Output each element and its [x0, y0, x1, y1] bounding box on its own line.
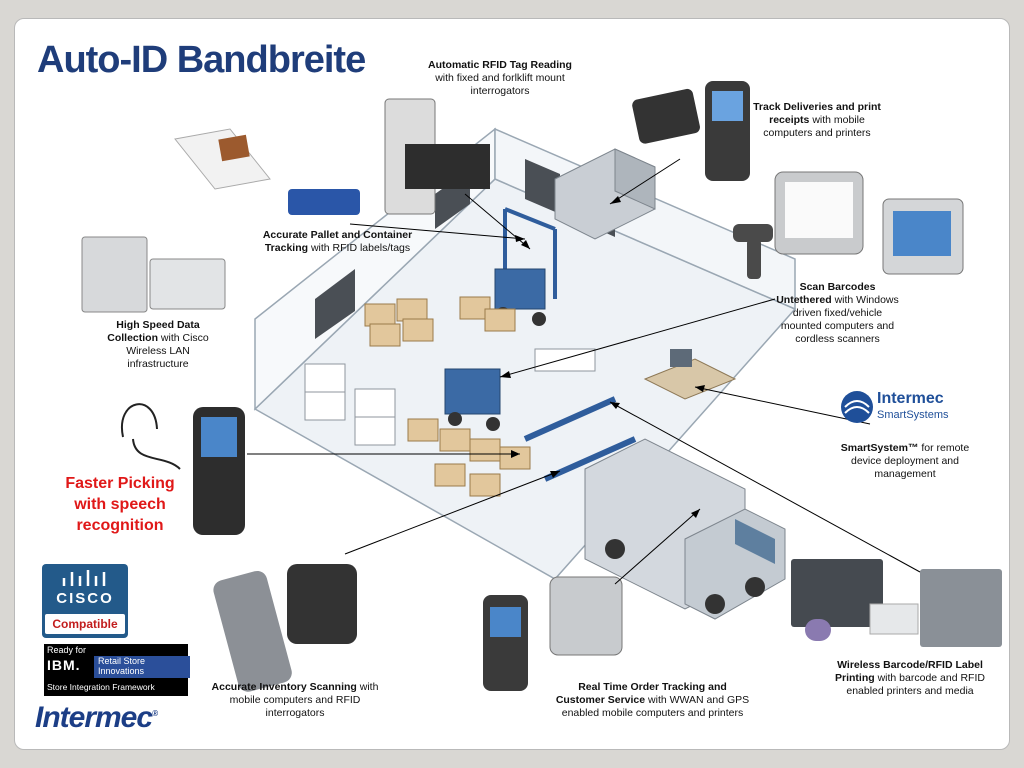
slide: Auto-ID Bandbreite	[14, 18, 1010, 750]
cisco-name: CISCO	[56, 590, 114, 607]
conveyor	[523, 396, 637, 482]
inventory-scanner-icon	[213, 564, 357, 692]
truck-bottom	[584, 438, 786, 620]
caption-scan-barcodes: Scan Barcodes Untethered with Windows dr…	[776, 281, 899, 345]
arrowheads	[500, 196, 705, 518]
forklift-top	[494, 268, 546, 326]
connector-lines	[247, 158, 921, 585]
cisco-compatible-logo: CISCO Compatible	[42, 564, 128, 638]
caption-faster-picking: Faster Picking with speech recognition	[65, 475, 175, 534]
mobile-printer-bottom-icon	[549, 576, 623, 656]
mobile-computer-top-icon	[705, 81, 750, 181]
caption-track-deliveries: Track Deliveries and print receipts with…	[753, 101, 881, 139]
smartsystems-product: SmartSystems	[877, 409, 949, 421]
ibm-framework-label: Store Integration Framework	[47, 682, 155, 692]
intermec-logo: Intermec®	[35, 701, 158, 734]
caption-data-collection: High Speed Data Collection with Cisco Wi…	[107, 319, 209, 370]
caption-label-printing: Wireless Barcode/RFID Label Printing wit…	[835, 659, 985, 697]
cisco-compatible-label: Compatible	[45, 614, 125, 634]
cisco-bars-icon	[62, 570, 106, 586]
caption-order-tracking: Real Time Order Tracking and Customer Se…	[555, 681, 750, 719]
handheld-speech-icon	[193, 407, 245, 535]
page-title: Auto-ID Bandbreite	[37, 39, 366, 81]
ibm-ready-label: Ready for	[47, 645, 87, 655]
ibm-retail-label: Retail Store Innovations	[94, 656, 190, 678]
rfid-label-sheet-icon	[174, 128, 271, 190]
warehouse-diagram	[81, 81, 1002, 692]
label-printer-icon	[791, 559, 1002, 647]
smartsystems-brand: Intermec	[877, 390, 944, 407]
rfid-tag-icon	[288, 189, 360, 215]
ibm-ready-logo: Ready for IBM. Retail Store Innovations …	[44, 644, 190, 696]
caption-smartsystem: SmartSystem™ for remote device deploymen…	[840, 442, 970, 480]
cordless-scanner-icon	[733, 224, 773, 279]
office-desk	[643, 349, 737, 400]
headset-icon	[120, 403, 181, 470]
smartsystems-logo: Intermec SmartSystems	[839, 387, 969, 427]
caption-pallet-tracking: Accurate Pallet and Container Tracking w…	[262, 229, 413, 254]
caption-rfid-tag-reading: Automatic RFID Tag Reading with fixed an…	[428, 59, 572, 97]
mobile-computer-bottom-icon	[483, 595, 528, 691]
fixed-reader-icon	[384, 98, 490, 215]
caption-inventory-scanning: Accurate Inventory Scanning with mobile …	[211, 681, 379, 719]
access-point-icon	[81, 236, 226, 313]
mobile-printer-top-icon	[632, 88, 700, 144]
rfid-portal	[503, 207, 557, 299]
vehicle-computer-icon	[774, 171, 964, 275]
ibm-name: IBM.	[47, 657, 81, 673]
forklift-center	[444, 368, 501, 431]
smartsystems-globe-icon	[841, 391, 873, 423]
pallet-boxes	[364, 296, 531, 497]
